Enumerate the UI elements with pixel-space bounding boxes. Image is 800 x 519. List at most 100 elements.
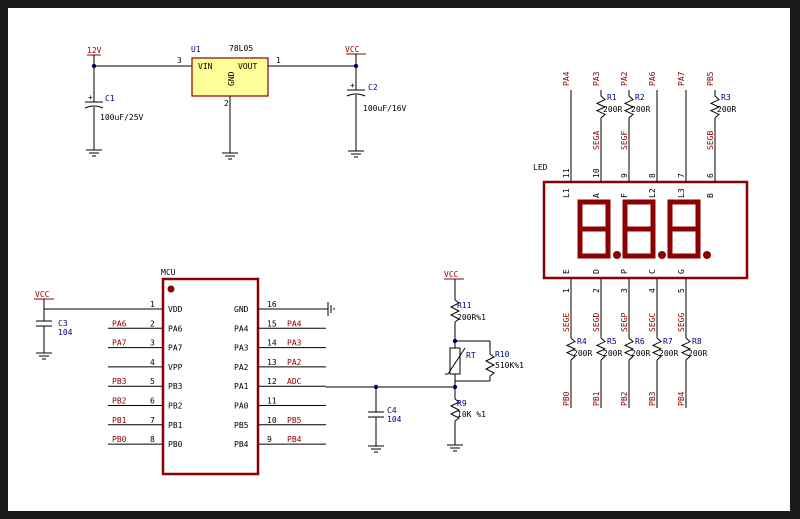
net-label-12v: 12V <box>87 46 102 55</box>
led-resistor-value: 200R <box>573 349 592 358</box>
mcu-pin-number: 11 <box>267 397 277 406</box>
gnd-symbol-r9 <box>447 444 463 452</box>
led-pin-number: 8 <box>648 173 657 178</box>
digit-decimal-point <box>613 251 621 259</box>
led-seg-label: SEGG <box>677 313 686 332</box>
u1-ref: U1 <box>191 45 201 54</box>
led-resistor-value: 200R <box>659 349 678 358</box>
mcu-pin-name: PA4 <box>234 324 249 333</box>
led-pin-name: G <box>677 269 686 274</box>
led-resistor-value: 200R <box>717 105 736 114</box>
led-resistor <box>680 337 692 361</box>
c2-plate-bottom <box>346 93 366 97</box>
mcu-net-label: PB3 <box>112 377 127 386</box>
mcu-section: MCU VCC C3 104 1VDD2PA6PA63PA7PA74VPP5PB… <box>34 268 458 476</box>
mcu-pin-number: 2 <box>150 319 155 328</box>
led-net-label: PA4 <box>562 71 571 86</box>
led-pin-name: P <box>620 269 629 274</box>
led-resistor <box>623 337 635 361</box>
led-pin-number: 7 <box>677 173 686 178</box>
c1-plate-bottom <box>84 105 104 109</box>
r9-resistor <box>449 398 461 422</box>
led-resistor-ref: R8 <box>692 337 702 346</box>
c4-ref: C4 <box>387 406 397 415</box>
led-seg-label: SEGC <box>648 313 657 332</box>
mcu-net-label: PB2 <box>112 397 127 406</box>
led-resistor-value: 200R <box>603 349 622 358</box>
led-pin-name: B <box>706 193 715 198</box>
schematic-sheet: 12V + C1 100uF/25V U1 78L05 VIN VOUT GND… <box>8 8 790 511</box>
led-title: LED <box>533 163 548 172</box>
c1-ref: C1 <box>105 94 115 103</box>
net-label-vcc-mcu: VCC <box>35 290 50 299</box>
mcu-pin-name: PA2 <box>234 363 249 372</box>
mcu-net-label: PA4 <box>287 319 302 328</box>
gnd-symbol-c1 <box>86 149 102 157</box>
mcu-pin-name: PA0 <box>234 402 249 411</box>
digit-lower-loop <box>667 226 701 259</box>
mcu-pin-number: 12 <box>267 377 277 386</box>
mcu-right-pins: 16GND15PA4PA414PA3PA313PA2PA212PA1ADC11P… <box>234 300 326 449</box>
led-resistor-value: 200R <box>631 349 650 358</box>
r11-value: 200R%1 <box>457 313 486 322</box>
led-seg-label: SEGF <box>620 131 629 150</box>
mcu-pin-name: PB2 <box>168 402 183 411</box>
led-digit-3 <box>667 199 711 259</box>
led-pin-number: 2 <box>592 288 601 293</box>
led-pin-number: 10 <box>592 168 601 178</box>
mcu-pin-name: VDD <box>168 305 183 314</box>
led-net-label: PB0 <box>562 391 571 406</box>
led-resistor <box>595 95 607 119</box>
mcu-net-label: PA3 <box>287 339 302 348</box>
c2-plus: + <box>350 81 355 90</box>
c4-value: 104 <box>387 415 402 424</box>
led-net-label: PA6 <box>648 71 657 86</box>
r9-value: 10K %1 <box>457 410 486 419</box>
led-seg-label: SEGE <box>562 313 571 332</box>
sensor-section: VCC R11 200R%1 RT R10 510K%1 R9 10K %1 <box>444 270 524 452</box>
mcu-pin-name: PB1 <box>168 421 183 430</box>
mcu-pin-name: PB4 <box>234 440 249 449</box>
led-resistor-value: 200R <box>603 105 622 114</box>
led-net-label: PA2 <box>620 71 629 86</box>
net-label-vcc-sensor: VCC <box>444 270 459 279</box>
mcu-pin-number: 9 <box>267 435 272 444</box>
digit-decimal-point <box>703 251 711 259</box>
rt-thermistor <box>449 347 461 375</box>
led-resistor-ref: R5 <box>607 337 617 346</box>
led-net-label: PB2 <box>620 391 629 406</box>
mcu-pin-number: 16 <box>267 300 277 309</box>
led-section: LED L111PA4A10PA3R1200RSEGAF9PA2R2200RSE… <box>533 71 749 408</box>
mcu-left-pins: 1VDD2PA6PA63PA7PA74VPP5PB3PB36PB2PB27PB1… <box>108 300 183 449</box>
r11-resistor <box>449 299 461 323</box>
mcu-net-label: PB4 <box>287 435 302 444</box>
led-net-label: PB5 <box>706 71 715 86</box>
mcu-pin-name: PA6 <box>168 324 183 333</box>
mcu-net-label: PB5 <box>287 416 302 425</box>
mcu-pin-number: 4 <box>150 358 155 367</box>
regulator-body <box>191 57 269 97</box>
gnd-symbol-c4 <box>368 445 384 453</box>
c2-value: 100uF/16V <box>363 104 407 113</box>
mcu-pin-name: PA7 <box>168 344 183 353</box>
junction-vcc <box>353 63 359 69</box>
u1-pin-vout: VOUT <box>238 62 257 71</box>
mcu-pin-number: 13 <box>267 358 277 367</box>
led-digits <box>577 199 711 259</box>
led-resistor-ref: R3 <box>721 93 731 102</box>
c1-plus: + <box>88 93 93 102</box>
mcu-pin-number: 1 <box>150 300 155 309</box>
led-digit-2 <box>622 199 666 259</box>
led-pin-number: 3 <box>620 288 629 293</box>
